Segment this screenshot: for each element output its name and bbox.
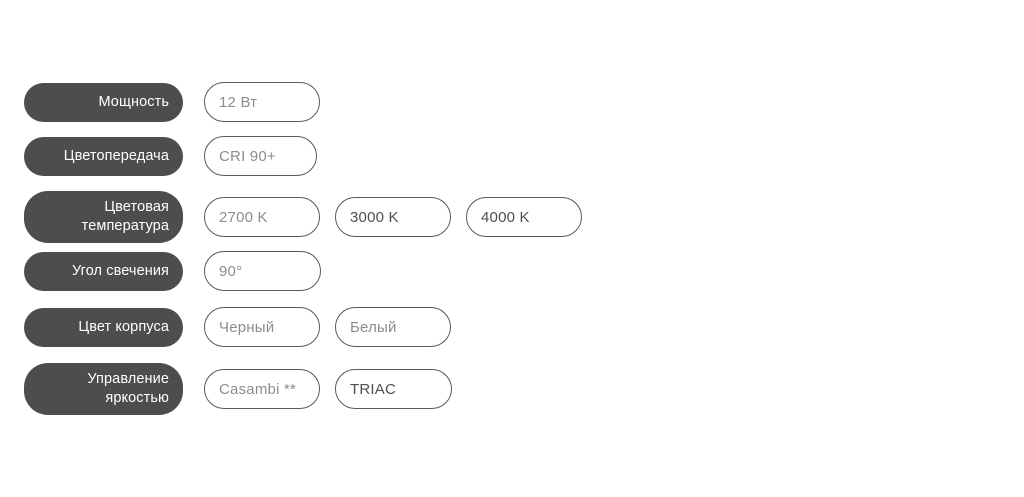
option-cct-2700k-label: 2700 K [219,208,268,226]
option-housing-white-label: Белый [350,318,397,336]
option-cct-4000k-label: 4000 K [481,208,530,226]
option-dimming-triac-label: TRIAC [350,380,396,398]
option-power-12w[interactable]: 12 Вт [204,82,320,122]
spec-options-color-temperature: 2700 K 3000 K 4000 K [204,197,582,237]
spec-label-beam-angle: Угол свечения [24,251,183,291]
spec-options-power: 12 Вт [204,82,320,122]
spec-options-dimming-control: Casambi ** TRIAC [204,369,452,409]
spec-label-housing-color-text: Цвет корпуса [78,318,169,335]
spec-label-color-temperature: Цветовая температура [24,191,183,243]
spec-row-color-rendering: Цветопередача CRI 90+ [24,136,317,176]
option-cri-90plus-label: CRI 90+ [219,147,276,165]
spec-label-color-temperature-text: Цветовая температура [81,199,169,234]
spec-options-color-rendering: CRI 90+ [204,136,317,176]
option-beam-90deg-label: 90° [219,262,243,280]
option-dimming-triac[interactable]: TRIAC [335,369,452,409]
option-cri-90plus[interactable]: CRI 90+ [204,136,317,176]
spec-label-beam-angle-text: Угол свечения [71,262,169,279]
option-cct-3000k[interactable]: 3000 K [335,197,451,237]
spec-row-power: Мощность 12 Вт [24,82,320,122]
option-cct-2700k[interactable]: 2700 K [204,197,320,237]
spec-options-housing-color: Черный Белый [204,307,451,347]
spec-label-housing-color: Цвет корпуса [24,307,183,347]
option-cct-3000k-label: 3000 K [350,208,399,226]
spec-options-beam-angle: 90° [204,251,321,291]
option-beam-90deg[interactable]: 90° [204,251,321,291]
option-power-12w-label: 12 Вт [219,93,258,111]
spec-label-color-rendering: Цветопередача [24,136,183,176]
spec-label-dimming-control-text: Управление яркостью [87,371,169,406]
option-housing-white[interactable]: Белый [335,307,451,347]
spec-row-dimming-control: Управление яркостью Casambi ** TRIAC [24,363,452,415]
option-housing-black-label: Черный [219,318,275,336]
option-housing-black[interactable]: Черный [204,307,320,347]
spec-row-beam-angle: Угол свечения 90° [24,251,321,291]
spec-label-power: Мощность [24,82,183,122]
spec-row-color-temperature: Цветовая температура 2700 K 3000 K 4000 … [24,191,582,243]
spec-label-dimming-control: Управление яркостью [24,363,183,415]
option-dimming-casambi[interactable]: Casambi ** [204,369,320,409]
spec-label-power-text: Мощность [98,93,169,110]
spec-label-color-rendering-text: Цветопередача [63,147,169,164]
option-dimming-casambi-label: Casambi ** [219,380,297,398]
spec-row-housing-color: Цвет корпуса Черный Белый [24,307,451,347]
option-cct-4000k[interactable]: 4000 K [466,197,582,237]
